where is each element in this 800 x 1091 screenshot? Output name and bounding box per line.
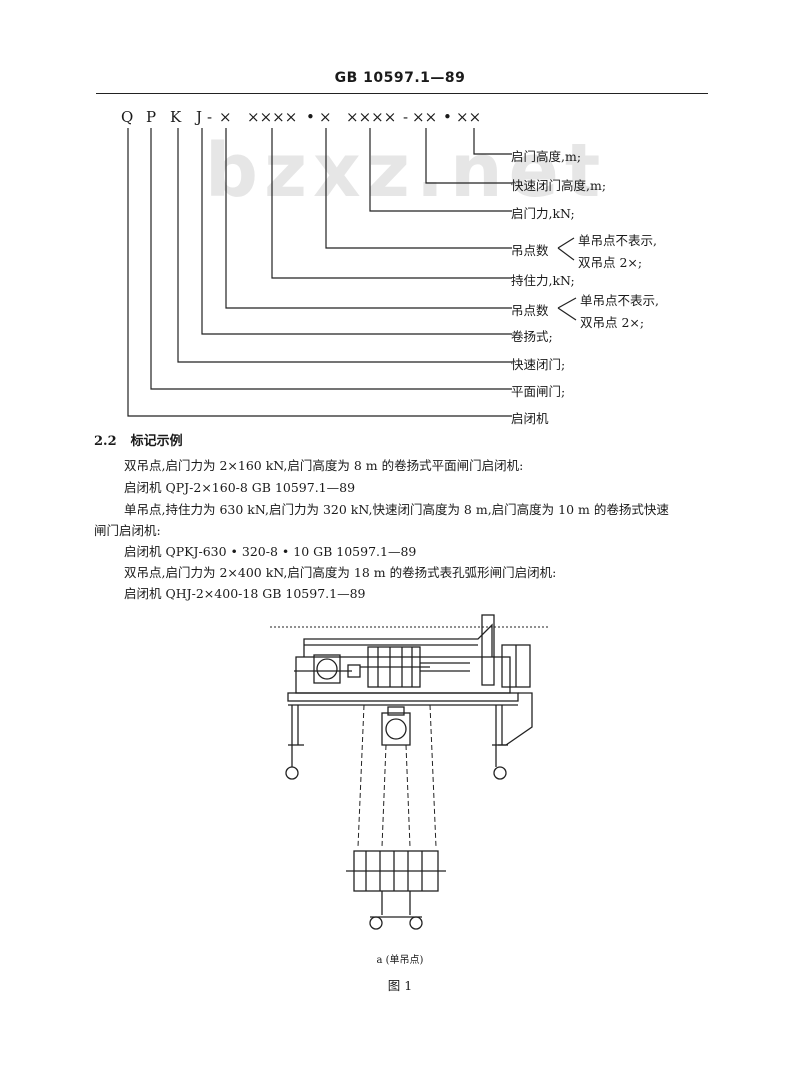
standard-header: GB 10597.1—89 [334,70,466,86]
label-lift-points-2-double: 双吊点 2×; [580,315,645,330]
label-fast-close-gate: 快速闭门; [511,357,566,372]
label-lift-points-2-single: 单吊点不表示, [580,293,659,308]
motor-end-circle [316,658,338,680]
hoist-drawing [270,614,548,930]
upper-pulley-cap [387,706,405,716]
motor [313,654,341,684]
hoist-base-frame [295,656,511,694]
example-3-code: 启闭机 QHJ-2×400-18 GB 10597.1—89 [124,586,366,601]
label-fast-close-height: 快速闭门高度,m; [511,178,607,193]
code-char-x-2: × [319,108,332,126]
example-3-description: 双吊点,启门力为 2×400 kN,启门高度为 18 m 的卷扬式表孔弧形闸门启… [124,565,557,580]
example-2-description: 单吊点,持住力为 630 kN,启门力为 320 kN,快速闭门高度为 8 m,… [124,502,669,517]
code-char-xx-1: ×× [412,108,438,126]
code-char-q: Q [121,108,134,126]
watermark: bzxz.net [205,128,607,214]
label-hoist: 启闭机 [511,411,549,426]
hoist-main-frame [287,692,519,702]
code-char-xx-2: ×× [456,108,482,126]
hook-ring-left [369,916,383,930]
label-holding-force: 持住力,kN; [511,273,575,288]
hoist-top-guard [303,623,493,657]
example-2-code: 启闭机 QPKJ-630 • 320-8 • 10 GB 10597.1—89 [124,544,417,559]
code-char-dash-2: - [403,108,409,126]
code-char-xxxx-2: ×××× [346,108,397,126]
code-char-k: K [170,108,182,126]
wire-rope-inner-left [381,744,387,848]
code-char-dot-1: • [306,108,315,126]
label-plane-gate: 平面闸门; [511,384,566,399]
label-lift-points-1-single: 单吊点不表示, [578,233,657,248]
example-1-description: 双吊点,启门力为 2×160 kN,启门高度为 8 m 的卷扬式平面闸门启闭机: [124,458,524,473]
hook-ring-right [409,916,423,930]
header-rule [96,93,708,94]
upper-pulley [385,718,407,740]
code-leader-lines [127,128,577,417]
example-2-description-cont: 闸门启闭机: [94,523,161,538]
label-hoist-type: 卷扬式; [511,329,553,344]
label-open-force: 启门力,kN; [511,206,575,221]
right-tower [481,614,495,686]
label-open-height: 启门高度,m; [511,149,582,164]
code-char-p: P [146,108,157,126]
code-char-j: J [196,108,203,126]
wire-rope-outer-right [429,704,437,848]
label-lift-points-1: 吊点数 [511,243,549,258]
motor-coupling [347,664,361,678]
code-char-x-1: × [219,108,232,126]
wire-rope-outer-left [357,704,365,848]
code-char-xxxx-1: ×××× [247,108,298,126]
figure-subcaption: a (单吊点) [376,955,424,966]
wire-rope-inner-right [405,744,411,848]
upper-pulley-block [381,712,411,746]
section-heading: 2.2 标记示例 [94,430,183,449]
figure-caption: 图 1 [387,978,413,993]
code-char-dot-2: • [443,108,452,126]
example-1-code: 启闭机 QPJ-2×160-8 GB 10597.1—89 [124,480,356,495]
code-char-dash-1: - [207,108,213,126]
label-lift-points-1-double: 双吊点 2×; [578,255,643,270]
label-lift-points-2: 吊点数 [511,303,549,318]
section-number: 2.2 [94,434,117,449]
section-title: 标记示例 [130,434,183,449]
left-wheel [285,766,299,780]
right-wheel [493,766,507,780]
